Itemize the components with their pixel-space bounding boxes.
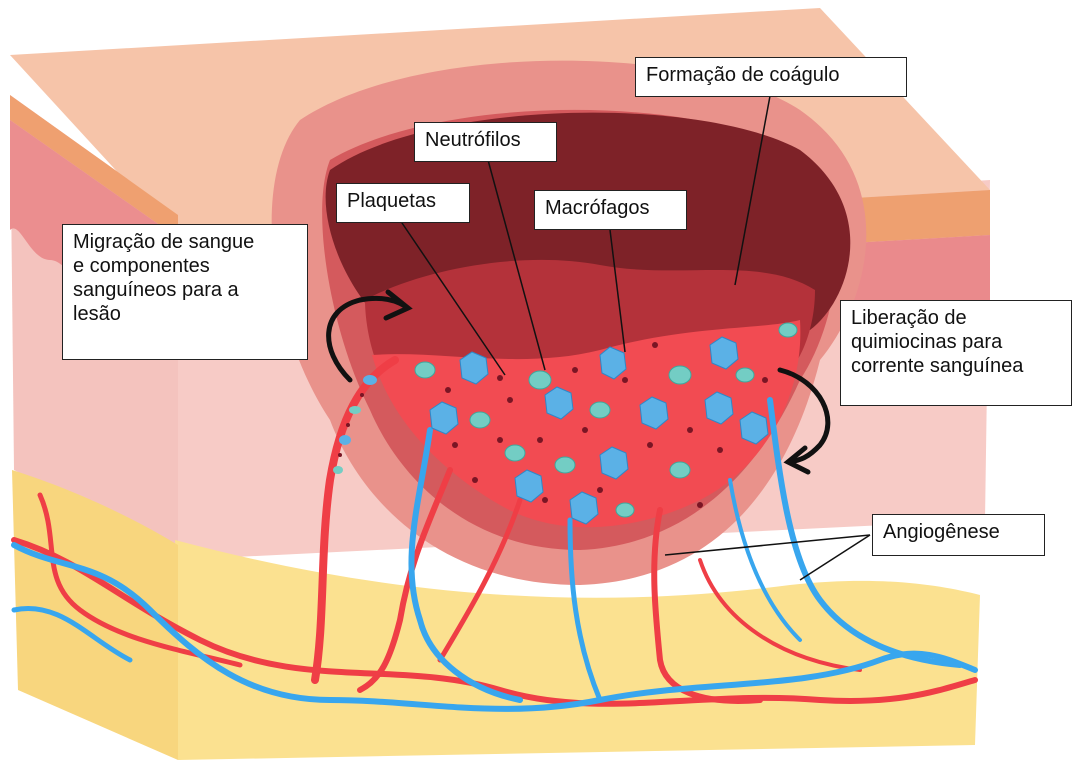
migrating-macrophage [363,375,377,385]
leader-angiogenesis-2 [800,535,870,580]
macrophages-label: Macrófagos [534,190,687,230]
platelet [762,377,768,383]
platelet [445,387,451,393]
platelet [542,497,548,503]
chemokines-label: Liberação de quimiocinas para corrente s… [840,300,1072,406]
platelet [622,377,628,383]
angiogenesis-label: Angiogênese [872,514,1045,556]
neutrophil [415,362,435,378]
migrating-platelet [360,393,364,397]
platelet [497,375,503,381]
neutrophil [470,412,490,428]
migrating-neutrophil [349,406,361,414]
platelet [652,342,658,348]
neutrophil [669,366,691,384]
platelet [647,442,653,448]
neutrophil [779,323,797,337]
platelets-label: Plaquetas [336,183,470,223]
migrating-neutrophil [333,466,343,474]
platelet [597,487,603,493]
neutrophil [529,371,551,389]
neutrophil [555,457,575,473]
platelet [572,367,578,373]
neutrophils-label: Neutrófilos [414,122,557,162]
platelet [697,502,703,508]
platelet [452,442,458,448]
neutrophil [736,368,754,382]
platelet [537,437,543,443]
neutrophil [670,462,690,478]
migrating-macrophage [339,435,351,445]
migration-label: Migração de sangue e componentes sanguín… [62,224,308,360]
neutrophil [616,503,634,517]
platelet [582,427,588,433]
neutrophil [505,445,525,461]
platelet [687,427,693,433]
platelet [507,397,513,403]
platelet [717,447,723,453]
migrating-platelet [338,453,342,457]
clot-formation-label: Formação de coágulo [635,57,907,97]
neutrophil [590,402,610,418]
platelet [472,477,478,483]
platelet [497,437,503,443]
migrating-platelet [346,423,350,427]
